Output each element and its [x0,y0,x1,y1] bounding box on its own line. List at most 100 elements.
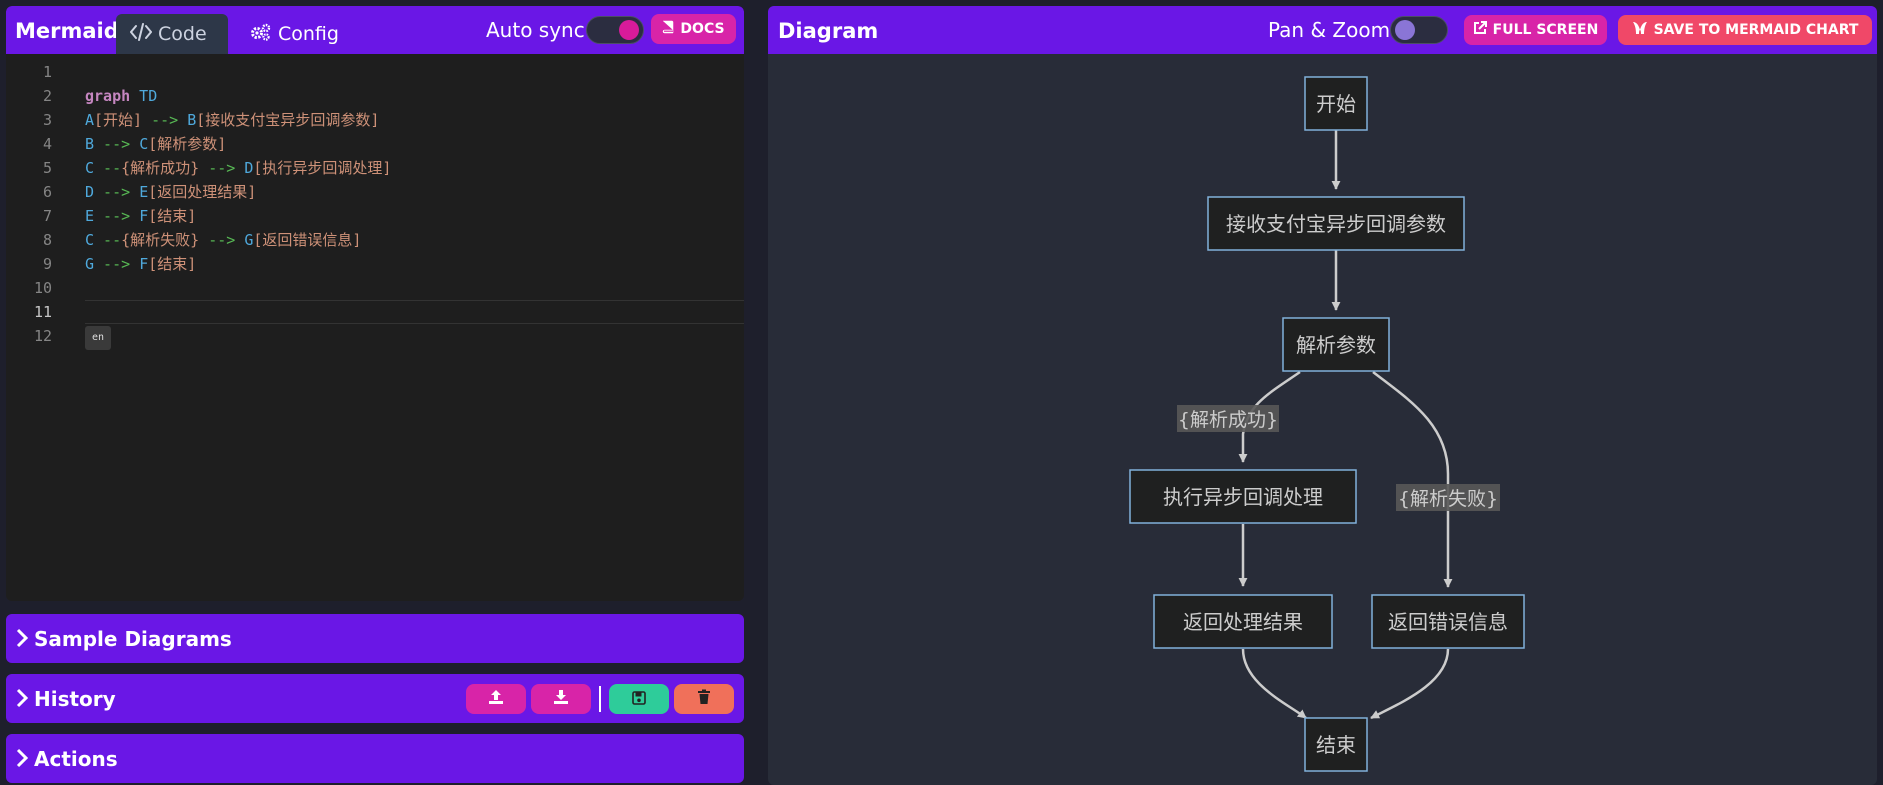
tab-config-label: Config [278,23,339,45]
edge-e-f [1241,648,1307,719]
tab-code-label: Code [158,23,207,45]
history-separator [599,686,601,712]
code-token: --> [142,111,188,129]
line-number: 12 [33,327,52,345]
code-text: graph TD [85,84,157,108]
node-return-result-label: 返回处理结果 [1183,610,1303,634]
code-token: --> [94,183,140,201]
code-text: A[开始] --> B[接收支付宝异步回调参数] [85,108,379,132]
diagram-header: Diagram Pan & Zoom FULL SCREEN SAVE TO M… [768,6,1877,54]
code-token: [结束] [148,207,197,225]
history-delete-button[interactable] [674,684,734,714]
pan-zoom-toggle[interactable] [1390,16,1448,44]
node-start[interactable]: 开始 [1304,76,1368,131]
code-token: --> [94,207,140,225]
book-icon [662,20,674,38]
code-text: D --> E[返回处理结果] [85,180,256,204]
edge-c-g [1372,371,1453,588]
edge-label-failure-text: {解析失败} [1398,488,1498,510]
code-token: [接收支付宝异步回调参数] [196,111,380,129]
code-token: G [85,255,95,273]
edge-label-success: {解析成功} [1177,405,1279,432]
node-exec-callback[interactable]: 执行异步回调处理 [1129,469,1357,524]
node-return-error[interactable]: 返回错误信息 [1371,594,1525,649]
code-token: A [85,111,95,129]
code-token: D [244,159,254,177]
full-screen-label: FULL SCREEN [1492,22,1599,38]
code-line[interactable]: 6 D --> E[返回处理结果] [6,180,744,204]
code-token: --> [199,231,245,249]
pane-resize-divider[interactable] [755,0,761,785]
auto-sync-toggle[interactable] [586,16,644,44]
history-download-button[interactable] [531,684,591,714]
node-end[interactable]: 结束 [1304,717,1368,772]
upload-icon [488,689,504,709]
docs-button[interactable]: DOCS [651,14,736,44]
code-line[interactable]: 1 [6,60,744,84]
line-number: 8 [42,231,52,249]
code-line[interactable]: 12 [6,324,744,348]
line-number: 4 [42,135,52,153]
diagram-pane: Diagram Pan & Zoom FULL SCREEN SAVE TO M… [768,6,1877,785]
tab-code[interactable]: Code [116,14,228,54]
flowchart-canvas[interactable]: {解析成功} {解析失败} 开始 接收支付宝异步回调参数 解析参数 执行异步回调… [768,54,1877,785]
code-token: B [187,111,197,129]
edge-label-success-text: {解析成功} [1178,409,1278,431]
mermaid-chart-logo-icon [1632,21,1648,39]
code-token: [结束] [148,255,197,273]
app-title: Mermaid [15,19,119,43]
diagram-title: Diagram [778,19,879,43]
current-line-highlight [85,300,744,324]
code-line[interactable]: 8 C --{解析失败} --> G[返回错误信息] [6,228,744,252]
code-action-lightbulb-icon[interactable]: en [85,326,111,350]
node-end-label: 结束 [1316,733,1356,757]
save-icon [632,690,646,709]
tab-config[interactable]: Config [236,14,351,54]
node-return-result[interactable]: 返回处理结果 [1153,594,1333,649]
history-upload-button[interactable] [466,684,526,714]
editor-header: Mermaid Code Config Auto s [6,6,744,54]
code-line[interactable]: 11 [6,300,744,324]
pan-zoom-label: Pan & Zoom [1268,18,1391,42]
toggle-knob [619,20,639,40]
node-parse-params[interactable]: 解析参数 [1282,317,1390,372]
code-token: [返回错误信息] [253,231,362,249]
code-text: C --{解析失败} --> G[返回错误信息] [85,228,361,252]
chevron-right-icon [16,748,29,772]
line-number: 1 [42,63,52,81]
code-token: --> [94,135,140,153]
code-token: B [85,135,95,153]
line-number: 9 [42,255,52,273]
auto-sync-label: Auto sync [486,18,585,42]
node-start-label: 开始 [1316,92,1356,116]
code-token: -- [94,231,122,249]
history-section[interactable]: History [6,674,744,723]
docs-label: DOCS [680,21,725,37]
code-line[interactable]: 10 [6,276,744,300]
code-token: graph [85,87,131,105]
code-token: TD [130,87,158,105]
actions-title: Actions [34,746,118,771]
code-token: {解析失败} [121,231,200,249]
code-line[interactable]: 9 G --> F[结束] [6,252,744,276]
edge-c-d [1238,370,1301,463]
sample-diagrams-title: Sample Diagrams [34,626,232,651]
code-text: G --> F[结束] [85,252,196,276]
save-to-mermaid-chart-button[interactable]: SAVE TO MERMAID CHART [1618,15,1872,45]
line-number: 6 [42,183,52,201]
code-token: [执行异步回调处理] [253,159,392,177]
history-save-button[interactable] [609,684,669,714]
code-token: --> [94,255,140,273]
sample-diagrams-section[interactable]: Sample Diagrams [6,614,744,663]
node-receive-params[interactable]: 接收支付宝异步回调参数 [1207,196,1465,251]
chevron-right-icon [16,628,29,652]
actions-section[interactable]: Actions [6,734,744,783]
line-number: 5 [42,159,52,177]
full-screen-button[interactable]: FULL SCREEN [1464,15,1607,45]
